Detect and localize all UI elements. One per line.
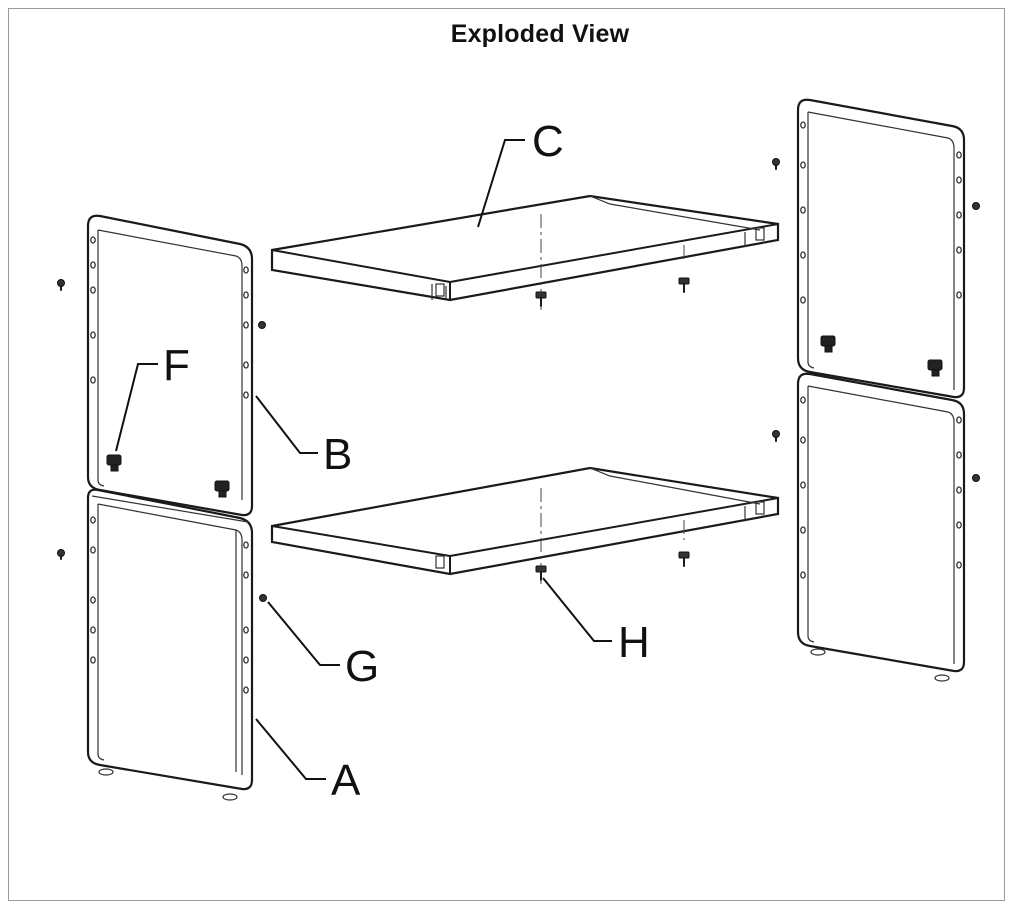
screw-icon xyxy=(258,321,266,329)
screw-icon xyxy=(259,594,267,602)
connector-knob xyxy=(106,454,122,472)
lower-shelf xyxy=(270,466,780,585)
label-h: H xyxy=(618,618,650,667)
label-c: C xyxy=(532,117,564,166)
connector-knob xyxy=(820,335,836,353)
screw-icon xyxy=(535,565,547,581)
leader-g xyxy=(267,601,340,666)
left-upper-side-panel xyxy=(86,214,254,523)
screw-icon xyxy=(678,277,690,293)
right-upper-side-panel xyxy=(796,98,966,405)
upper-shelf xyxy=(270,194,780,312)
screw-icon xyxy=(972,474,980,482)
screw-icon xyxy=(678,551,690,567)
screw-icon xyxy=(57,549,65,560)
screw-icon xyxy=(772,158,780,170)
label-b: B xyxy=(323,430,352,479)
screw-icon xyxy=(57,279,65,291)
label-f: F xyxy=(163,341,190,390)
screw-icon xyxy=(535,291,547,307)
diagram-title: Exploded View xyxy=(450,20,630,48)
leader-h xyxy=(542,577,612,642)
leader-b xyxy=(255,395,318,454)
leader-c xyxy=(477,139,525,228)
right-lower-side-panel xyxy=(796,372,966,682)
leader-f xyxy=(115,363,158,452)
connector-knob xyxy=(927,359,943,377)
label-a: A xyxy=(331,756,361,805)
label-g: G xyxy=(345,642,379,691)
left-lower-side-panel xyxy=(86,488,254,801)
screw-icon xyxy=(972,202,980,210)
screw-icon xyxy=(772,430,780,442)
leader-a xyxy=(255,718,326,780)
connector-knob xyxy=(214,480,230,498)
